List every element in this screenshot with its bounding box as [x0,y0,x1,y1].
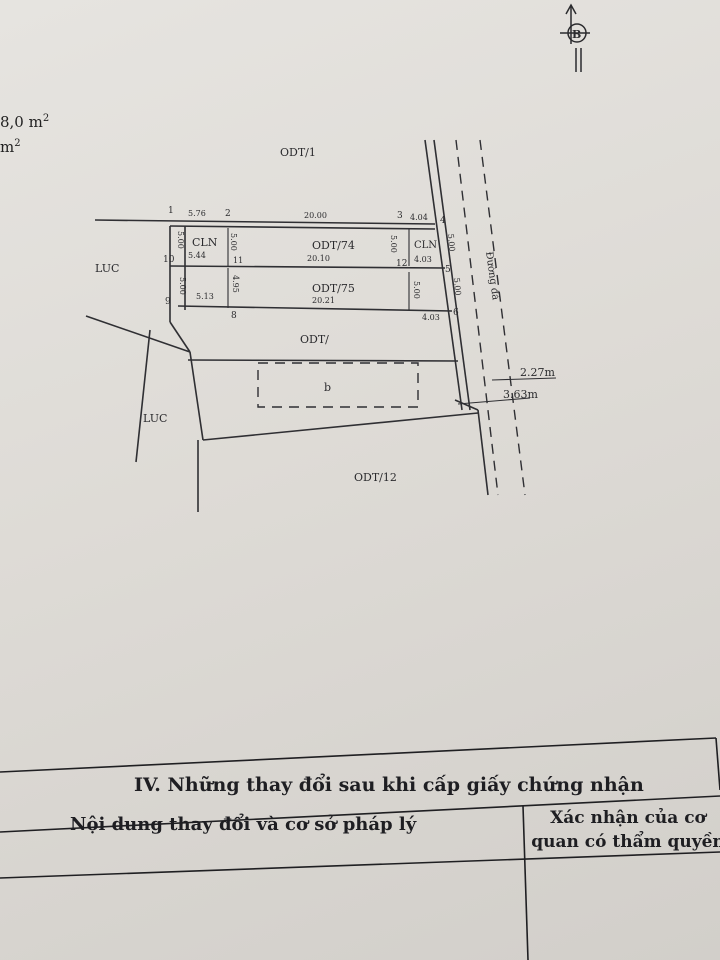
parcel-left-lower: LUC [143,412,167,425]
point-12: 12 [396,259,407,269]
area-unit-sup-2: 2 [14,138,21,149]
dimension-ticks [227,228,557,405]
point-3: 3 [397,211,403,221]
dim-5-76: 5.76 [188,209,206,218]
point-10: 10 [163,255,175,265]
dim-4-95: 4.95 [231,275,240,293]
road-width-1: 2.27m [520,366,555,379]
dim-4-03-b: 4.03 [422,313,440,322]
point-5: 5 [445,265,451,275]
column-header-confirmation-line1: Xác nhận của cơ [550,808,706,828]
plot-boundaries [85,139,489,512]
point-1: 1 [168,206,174,216]
point-4: 4 [440,216,446,226]
north-marker-label: B [572,28,581,41]
column-header-content: Nội dung thay đổi và cơ sở pháp lý [70,814,417,835]
section-title: IV. Những thay đổi sau khi cấp giấy chứn… [134,774,644,796]
dim-20-00: 20.00 [304,211,327,220]
point-6: 6 [453,308,459,318]
point-11: 11 [233,256,243,265]
road-width-2: 3.63m [503,388,538,401]
parcel-left-upper: LUC [95,262,119,275]
dim-5-00-e: 5.00 [178,277,187,295]
column-header-confirmation: Xác nhận của cơ quan có thẩm quyền [528,806,720,854]
area-fragment: 8,0 m2 m2 [0,108,49,158]
area-value: 8,0 m [0,113,43,131]
road-name: Đường đá [483,251,501,301]
parcel-75: ODT/75 [312,282,355,295]
dim-5-00-c: 5.00 [389,235,398,253]
dim-4-04: 4.04 [410,213,428,222]
cln-right: CLN [414,240,437,251]
parcel-bottom: ODT/12 [354,471,397,484]
dim-5-13: 5.13 [196,292,214,301]
dim-20-21: 20.21 [312,296,335,305]
dim-5-00-a: 5.00 [176,231,185,249]
dim-4-03-a: 4.03 [414,255,432,264]
area-unit-sup: 2 [42,113,50,124]
dim-20-10: 20.10 [307,254,330,263]
dim-5-00-f: 5.00 [412,281,421,299]
area-unit: m [0,138,15,156]
parcel-74: ODT/74 [312,239,355,252]
parcel-top: ODT/1 [280,146,316,159]
north-arrow-icon [560,3,590,72]
column-header-confirmation-line2: quan có thẩm quyền [531,832,720,852]
inner-b: b [324,381,331,394]
road-edges [257,139,526,496]
cln-left: CLN [192,236,218,249]
dim-5-00-d: 5.00 [446,233,457,252]
point-2: 2 [225,209,231,219]
point-9: 9 [165,297,171,307]
point-8: 8 [231,311,237,321]
dim-5-44: 5.44 [188,251,206,260]
parcel-below: ODT/ [300,333,329,346]
dim-5-00-g: 5.00 [452,277,463,296]
dim-5-00-b: 5.00 [229,233,238,251]
